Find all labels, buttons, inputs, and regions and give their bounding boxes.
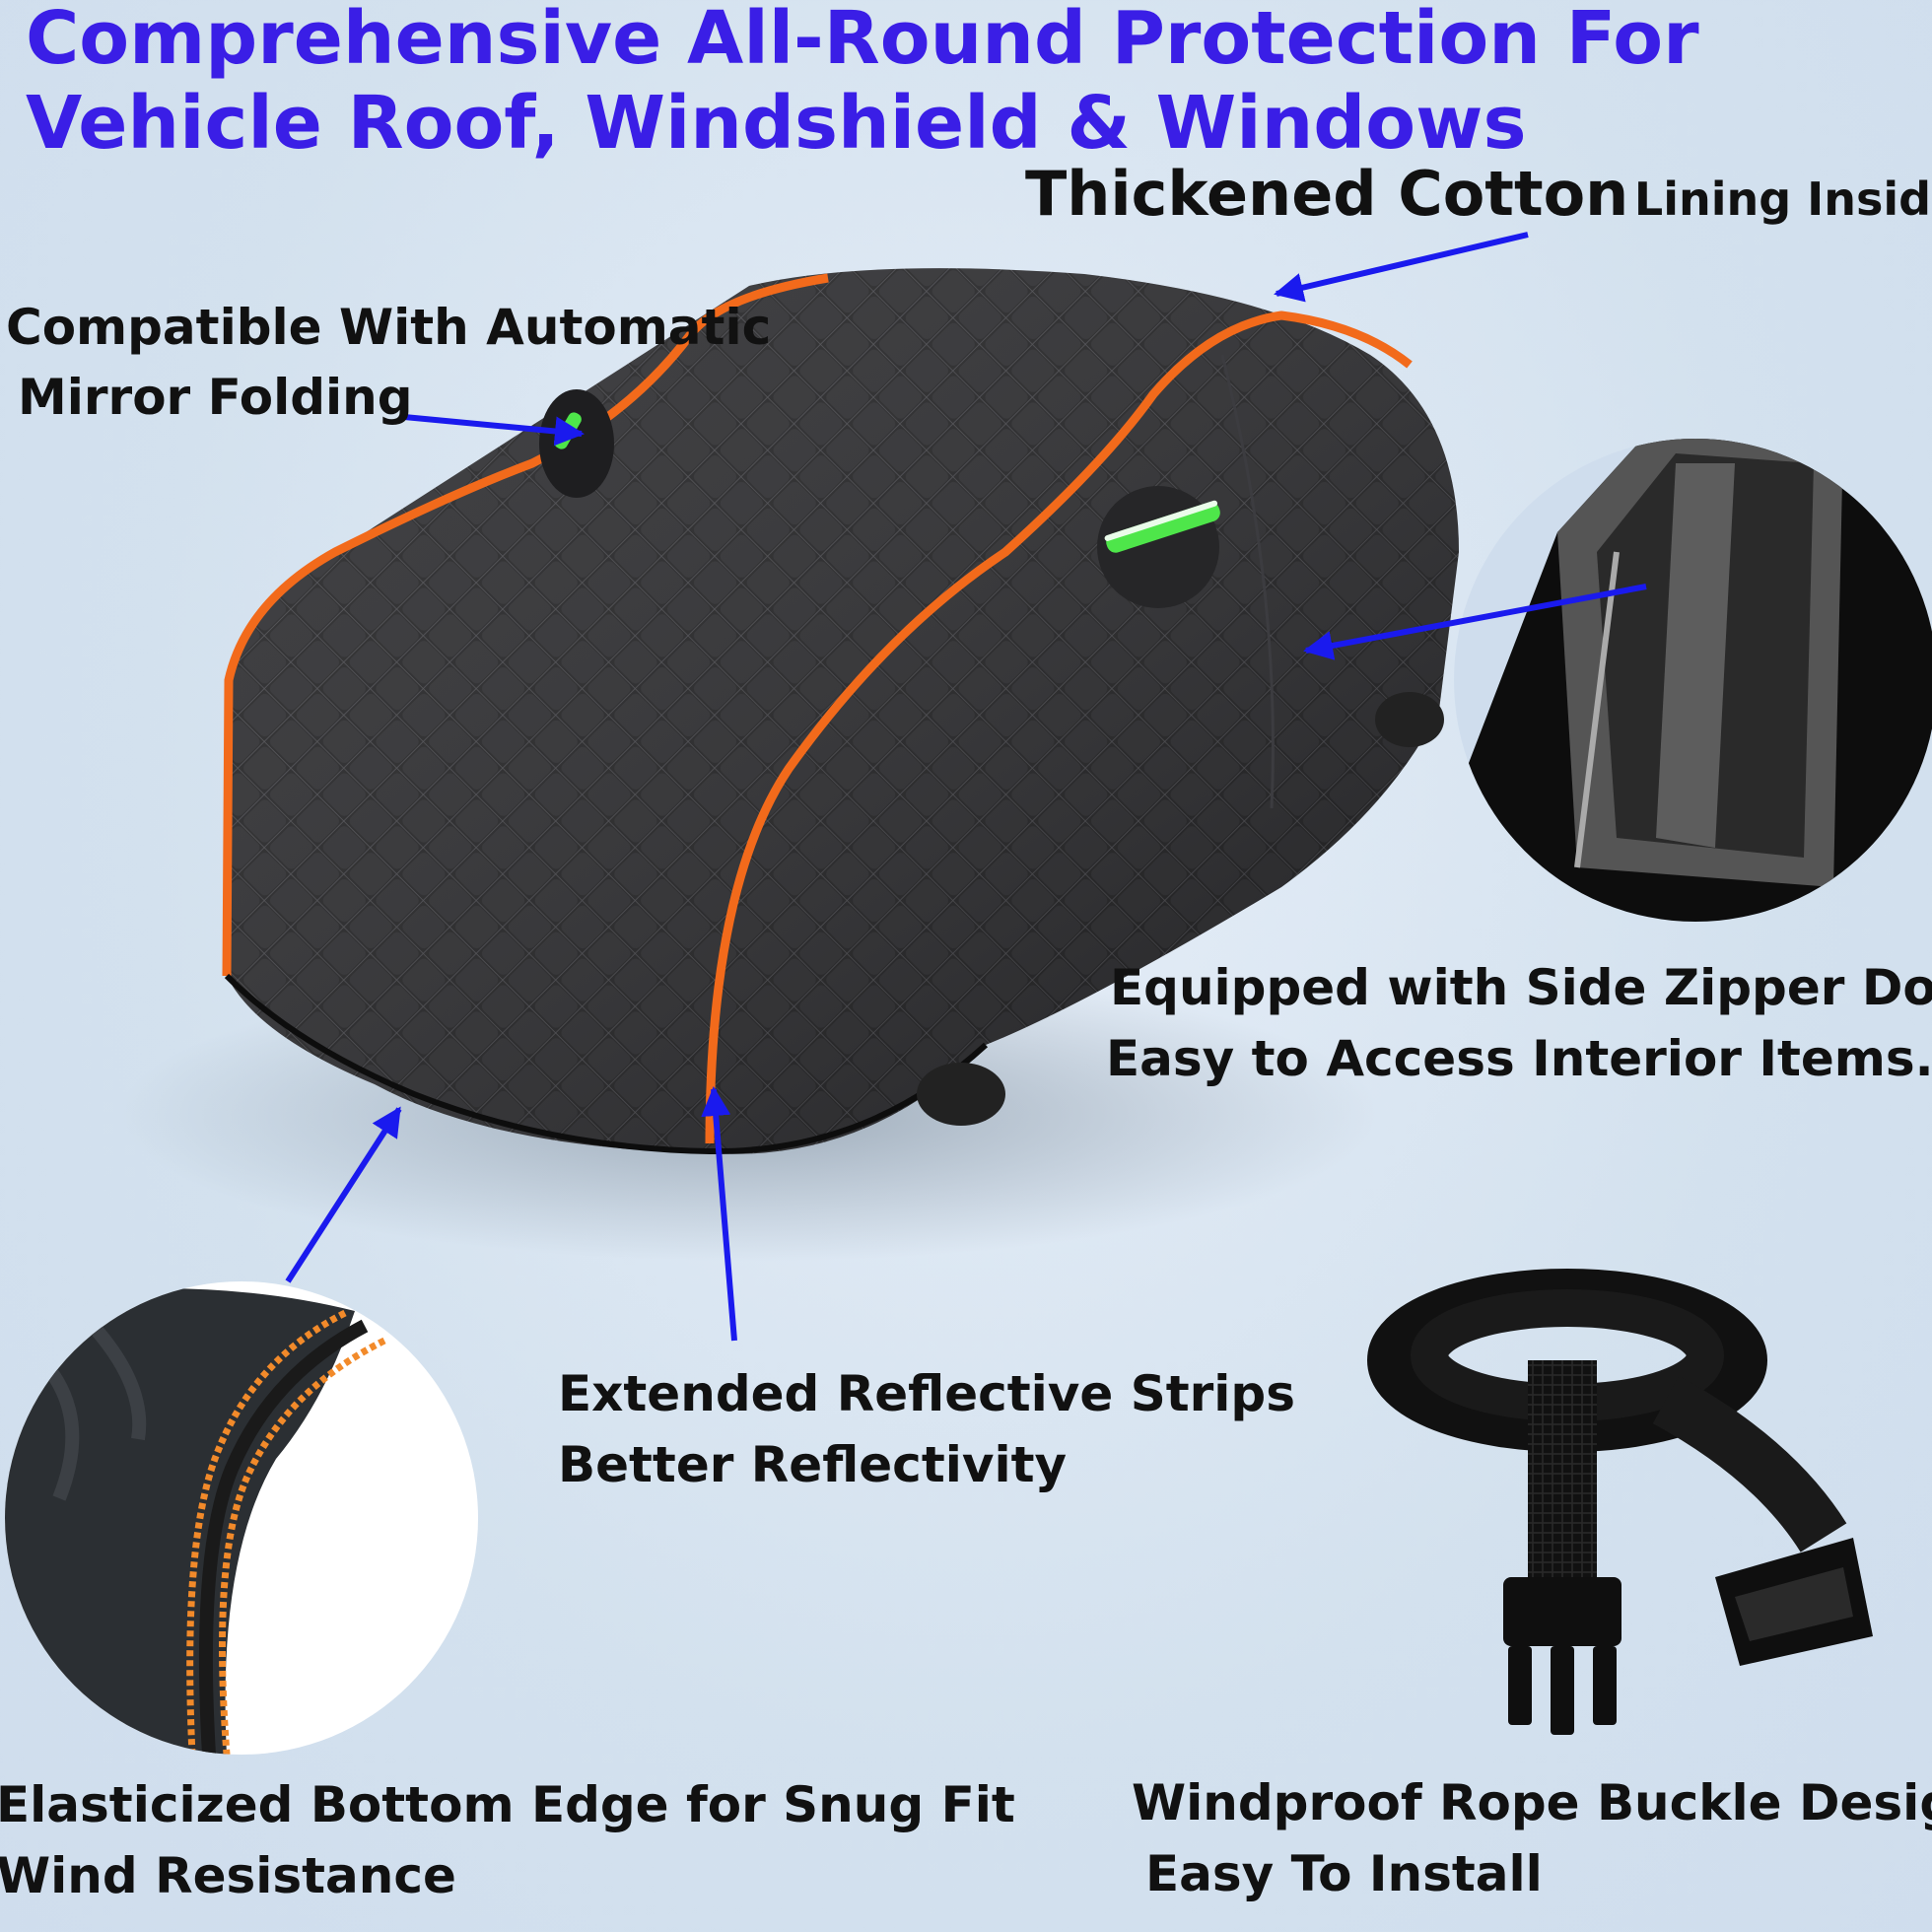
mirror-label-line-1: Compatible With Automatic [6, 299, 772, 356]
elastic-label-line-1: Elasticized Bottom Edge for Snug Fit [0, 1776, 1015, 1833]
cotton-lining-big: Thickened Cotton [1025, 158, 1629, 230]
mirror-right [1097, 486, 1220, 608]
zipper-door-detail [1454, 439, 1932, 922]
buckle-male [1503, 1577, 1622, 1735]
strips-label-line-1: Extended Reflective Strips [558, 1365, 1295, 1422]
zipper-label-line-2: Easy to Access Interior Items. [1106, 1030, 1932, 1087]
zipper-label-line-1: Equipped with Side Zipper Door [1110, 959, 1932, 1016]
cotton-lining-small: Lining Inside [1633, 172, 1932, 226]
headline-line-2: Vehicle Roof, Windshield & Windows [26, 81, 1527, 166]
strips-label-line-2: Better Reflectivity [558, 1436, 1068, 1493]
buckle-label-line-1: Windproof Rope Buckle Design [1132, 1774, 1932, 1831]
callout-arrows [285, 232, 1647, 1342]
mirror-label-line-2: Mirror Folding [18, 369, 413, 426]
elastic-edge-detail [5, 1281, 478, 1755]
elastic-label-line-2: Wind Resistance [0, 1847, 456, 1904]
mirror-left [539, 389, 614, 498]
car-cover [222, 268, 1459, 1155]
buckle-female [1715, 1538, 1873, 1666]
headline-line-1: Comprehensive All-Round Protection For [26, 0, 1699, 81]
cotton-lining-label: Thickened Cotton Lining Inside [1025, 158, 1932, 230]
buckle-label-line-2: Easy To Install [1145, 1845, 1543, 1902]
rope-buckle [1367, 1269, 1873, 1735]
